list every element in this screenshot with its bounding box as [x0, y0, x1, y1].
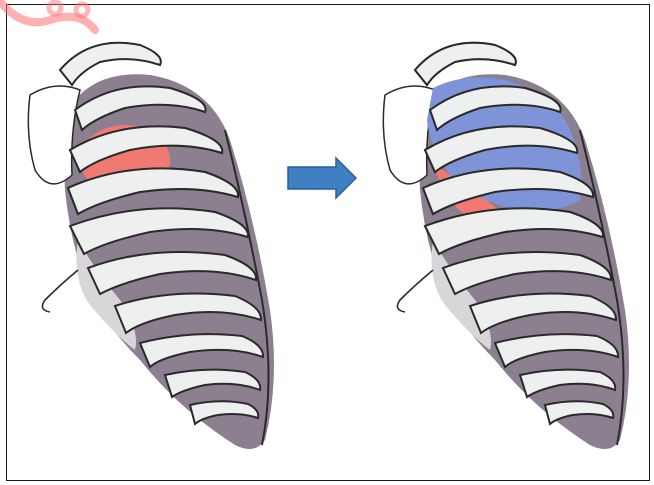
- panel-before: [28, 43, 274, 449]
- right-arrow-icon: [288, 158, 356, 198]
- panel-after: [383, 43, 629, 449]
